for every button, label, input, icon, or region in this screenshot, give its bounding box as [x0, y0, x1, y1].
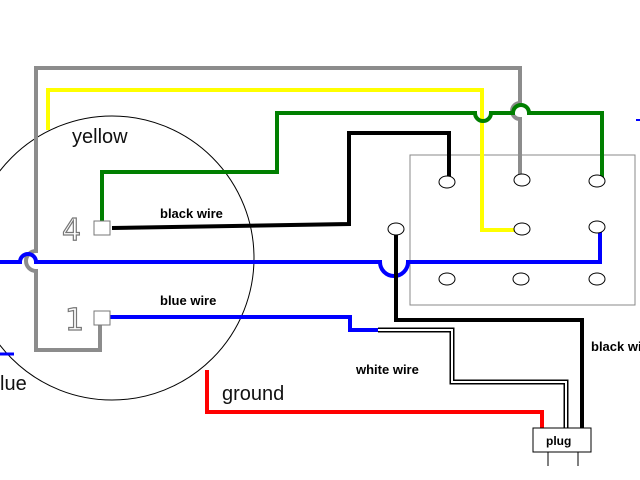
label-white-wire: white wire [355, 362, 419, 377]
label-blue-wire: blue wire [160, 293, 216, 308]
blue-wire-main [0, 228, 602, 278]
terminal-hole [387, 222, 405, 236]
label-blue-left: lue [0, 373, 27, 395]
terminal-hole [588, 220, 606, 234]
terminal-hole [512, 272, 530, 286]
terminal-hole [588, 174, 606, 188]
terminal-block [409, 154, 636, 306]
black-wire-to-plug [394, 231, 584, 428]
green-wire [100, 103, 604, 225]
label-yellow: yellow [72, 126, 128, 148]
terminal-hole [513, 173, 531, 187]
terminal-hole [438, 175, 456, 189]
motor-terminal-1 [93, 310, 111, 326]
ground-wire [205, 370, 544, 428]
black-wire [111, 131, 451, 230]
terminal-holes [387, 173, 606, 286]
label-black-wire-outer: black wi [591, 339, 640, 354]
blue-wire-1 [108, 315, 378, 332]
terminal-hole [513, 222, 531, 236]
terminal-number-1: 1 [65, 303, 84, 338]
terminal-number-4: 4 [62, 213, 81, 248]
motor-housing [0, 115, 255, 401]
label-black-wire: black wire [160, 206, 223, 221]
yellow-wire [46, 88, 520, 232]
terminal-hole [588, 272, 606, 286]
terminal-hole [438, 272, 456, 286]
plug-label: plug [546, 434, 571, 448]
motor-terminal-4 [93, 220, 111, 236]
plug-body [532, 427, 592, 453]
label-ground: ground [222, 383, 284, 405]
white-wire-core [378, 329, 567, 428]
